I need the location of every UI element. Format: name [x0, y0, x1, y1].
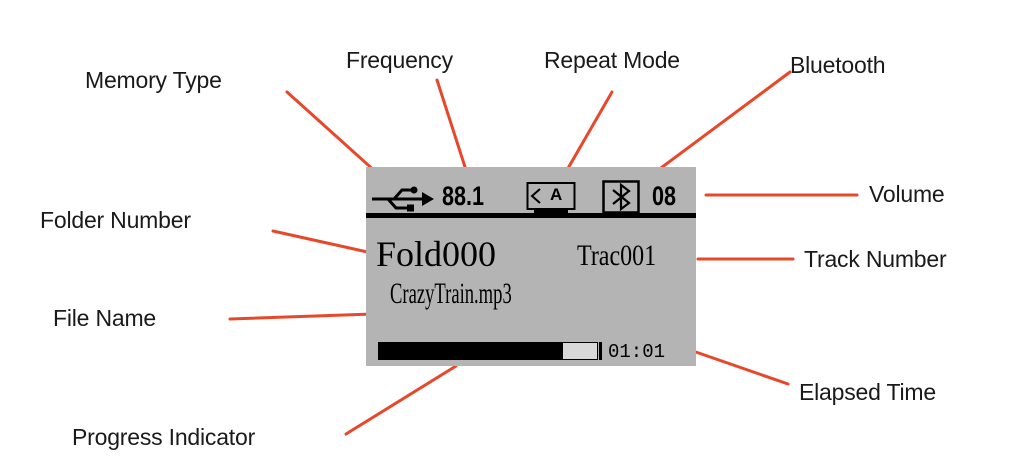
repeat-mode-indicator: A [526, 181, 576, 214]
label-folder-number: Folder Number [40, 207, 191, 233]
label-bluetooth: Bluetooth [790, 52, 886, 78]
leader-progress-indicator [344, 364, 458, 436]
volume-value: 08 [652, 181, 677, 211]
folder-number-value: Fold000 [376, 234, 497, 274]
leader-folder-number [271, 229, 374, 255]
label-elapsed-time: Elapsed Time [799, 379, 936, 405]
label-frequency: Frequency [346, 47, 453, 73]
lcd-display: 88.1 A 08 Fold000 Trac001 CrazyTrain.mp3 [366, 167, 696, 366]
repeat-icon [526, 182, 576, 213]
label-file-name: File Name [53, 305, 157, 331]
repeat-mode-letter: A [550, 185, 563, 204]
label-progress-indicator: Progress Indicator [72, 424, 256, 450]
leader-frequency [435, 78, 468, 172]
label-repeat-mode: Repeat Mode [544, 47, 680, 73]
leader-elapsed-time [688, 348, 790, 386]
leader-repeat-mode [565, 90, 614, 172]
leader-file-name [228, 312, 375, 321]
label-track-number: Track Number [804, 246, 947, 272]
progress-fill [378, 342, 563, 360]
label-volume: Volume [869, 181, 945, 207]
label-memory-type: Memory Type [85, 67, 222, 93]
frequency-value: 88.1 [442, 181, 485, 211]
usb-icon [372, 186, 434, 212]
progress-bar [378, 342, 602, 360]
bluetooth-icon [602, 180, 640, 214]
elapsed-time-value: 01:01 [608, 341, 666, 363]
track-number-value: Trac001 [577, 239, 657, 272]
status-divider [366, 213, 696, 218]
file-name-value: CrazyTrain.mp3 [390, 277, 512, 310]
progress-end-cap [599, 342, 602, 360]
